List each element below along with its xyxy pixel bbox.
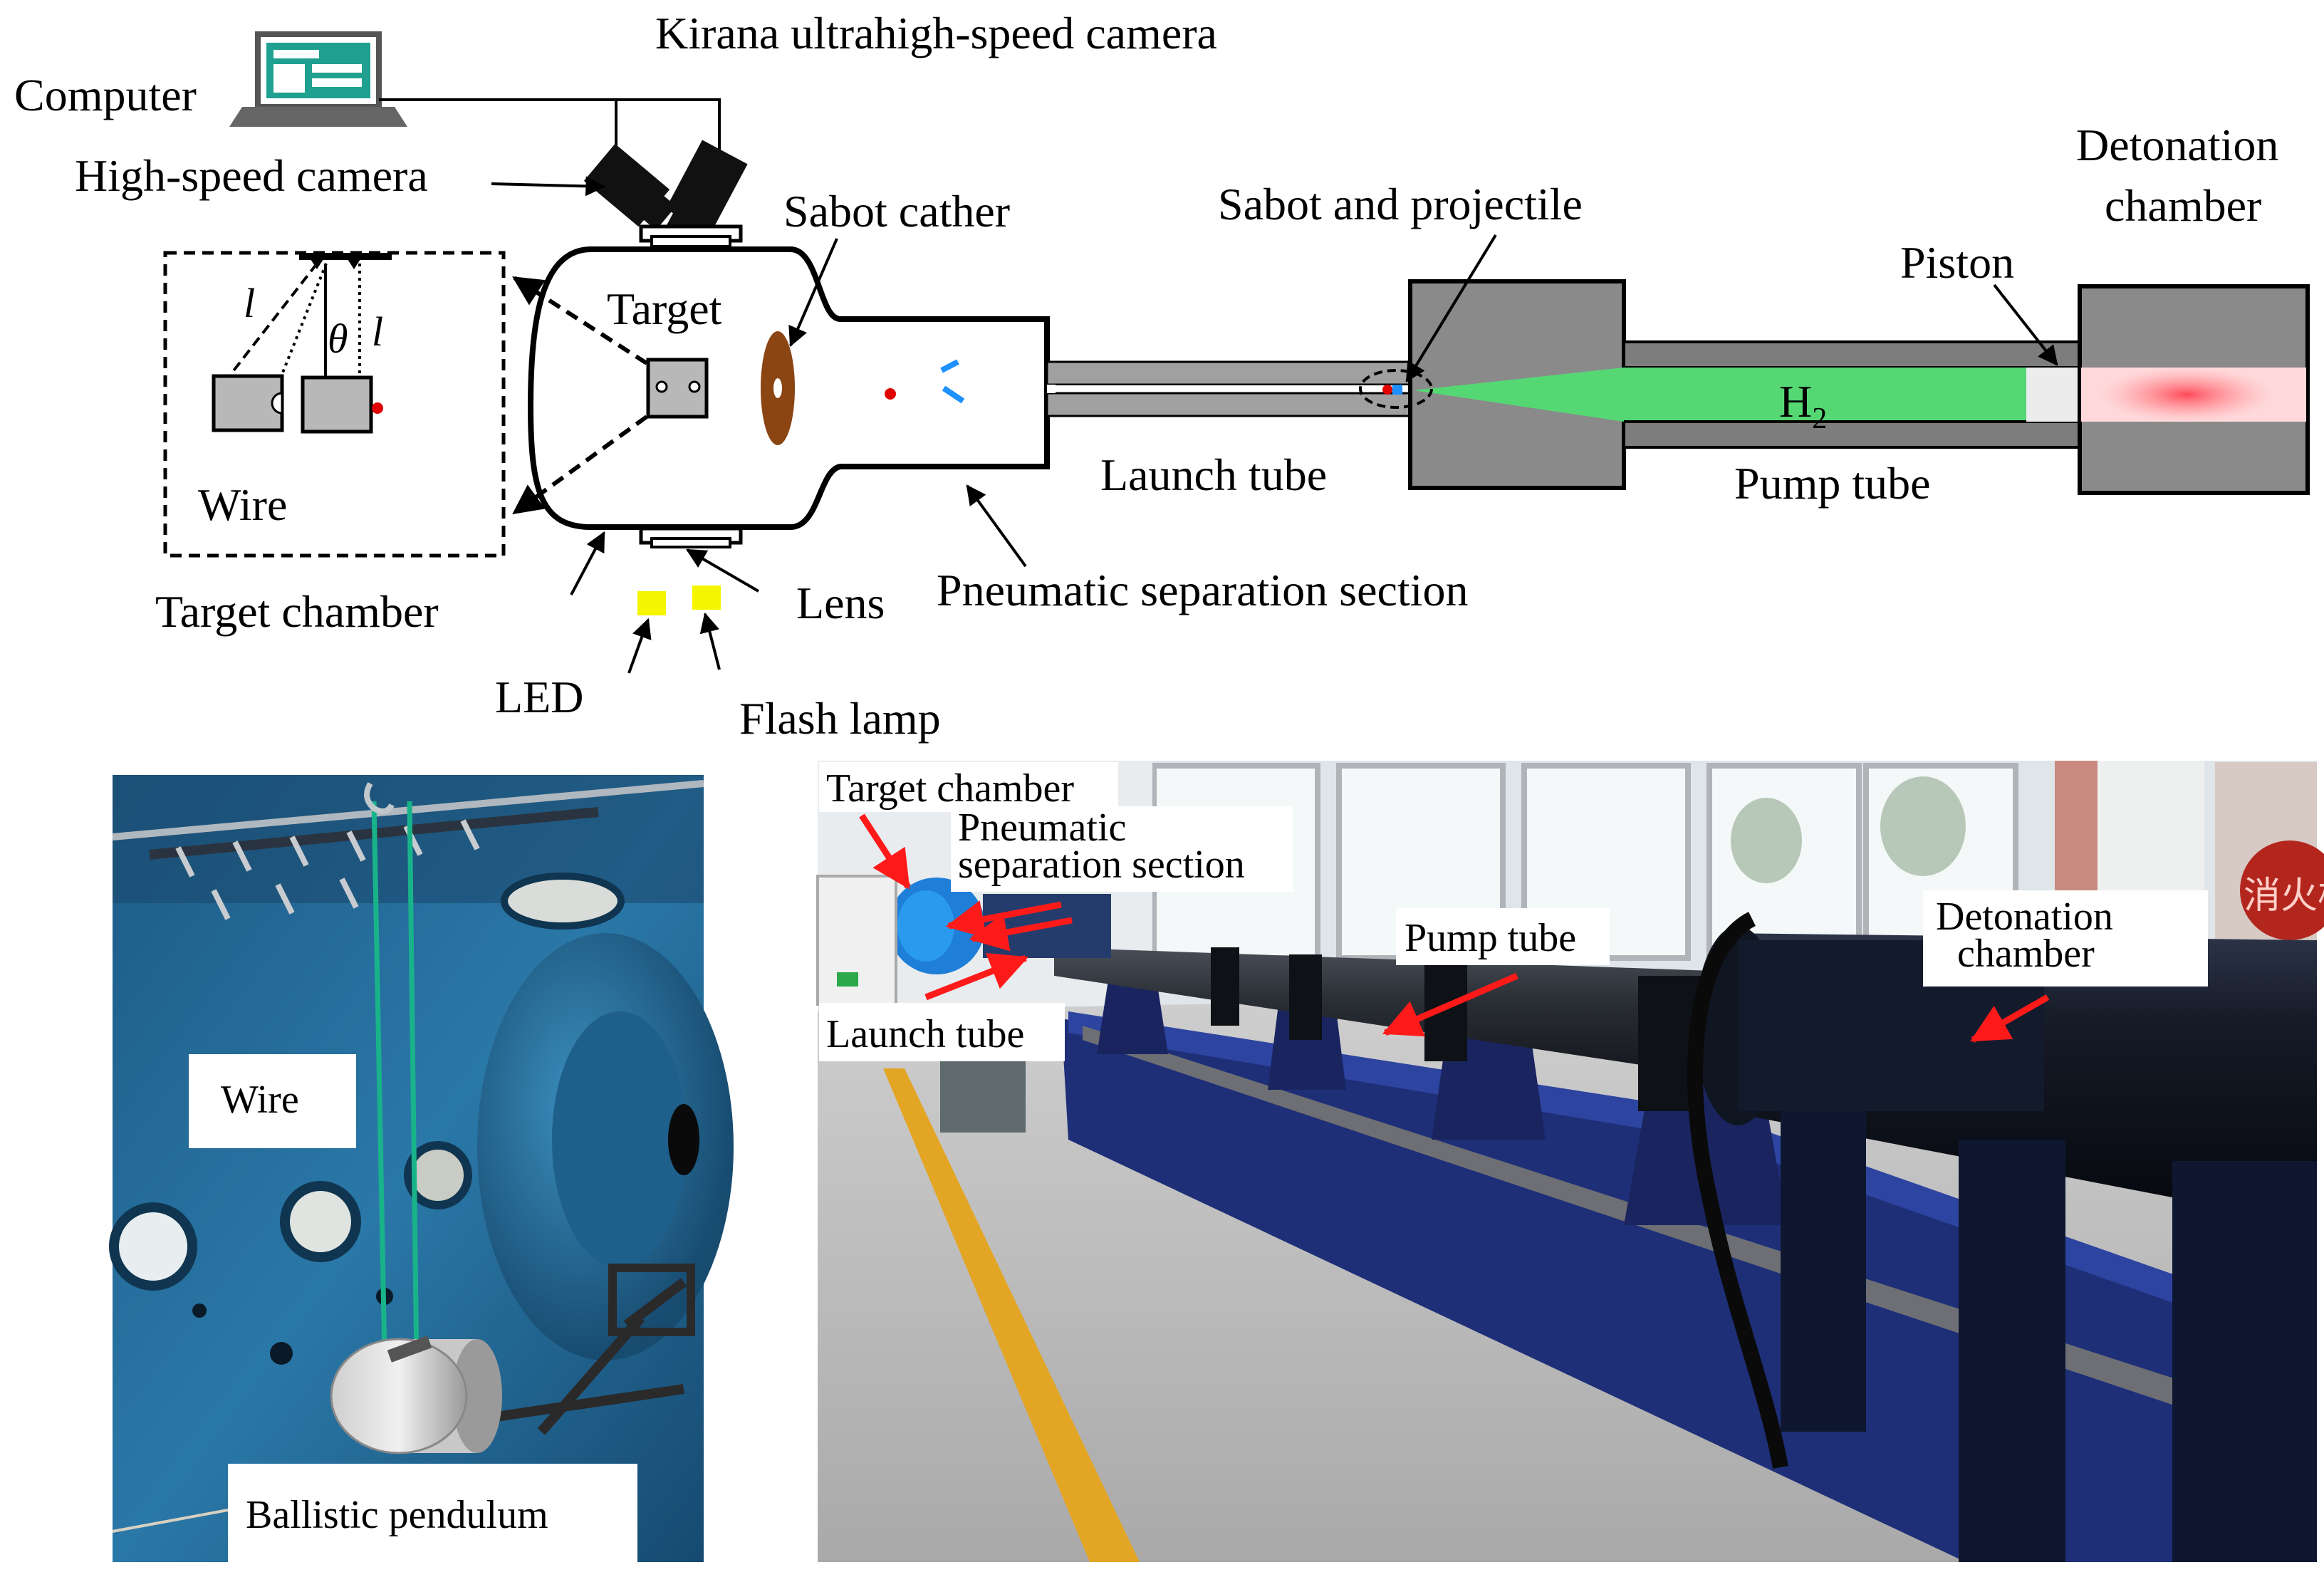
label-led: LED [495,672,583,722]
sign-text: 消火栓 [2244,875,2324,917]
label-target: Target [607,283,722,334]
pendulum-cylinder [330,1336,502,1454]
label-l-right: l [372,308,383,355]
photo-label-box [189,1054,356,1148]
photo-label-pneumatic-1: Pneumatic [958,806,1126,850]
photo-label-detonation-2: chamber [1957,932,2095,976]
photo-label-launch-tube: Launch tube [826,1012,1024,1056]
flash-lamp-icon [692,585,721,610]
label-computer: Computer [14,70,197,120]
label-high-speed-camera: High-speed camera [75,150,428,201]
photo-label-target-chamber: Target chamber [826,766,1074,811]
label-sabot-catcher: Sabot cather [783,186,1010,236]
piston [2026,368,2080,422]
label-detonation-1: Detonation [2076,120,2278,170]
projectile [885,388,896,400]
h2-gas [1414,368,1624,422]
label-h2: H2 [1779,376,1827,435]
camera-window [650,235,731,248]
label-detonation-2: chamber [2105,180,2261,231]
photo-ballistic-pendulum: Wire Ballistic pendulum [109,775,734,1562]
label-theta: θ [328,316,348,362]
label-pneumatic-section: Pneumatic separation section [937,565,1468,615]
photo-label-box [228,1464,637,1562]
label-lens: Lens [796,578,885,628]
label-sabot-projectile: Sabot and projectile [1218,179,1583,229]
cable [379,98,618,157]
label-l-left: l [244,280,255,326]
lens-window [650,537,731,548]
label-piston: Piston [1900,237,2014,288]
pump-tube [1622,340,2081,369]
photo-label-detonation-1: Detonation [1936,895,2113,939]
sabot-piece [940,359,959,373]
label-launch-tube: Launch tube [1100,449,1327,500]
label-wire: Wire [198,479,287,530]
photo-label-pneumatic-2: separation section [958,843,1245,887]
pendulum-block-rest [301,375,373,434]
label-target-chamber: Target chamber [155,586,439,637]
launch-tube [1046,360,1412,386]
cable [379,98,721,150]
schematic: Kirana ultrahigh-speed camera Computer H… [14,8,2310,744]
photo-label-pump-tube: Pump tube [1405,916,1576,960]
laptop-icon [229,31,407,127]
label-kirana-camera: Kirana ultrahigh-speed camera [655,8,1217,58]
high-speed-camera-icon [583,143,677,231]
sabot-piece [942,385,965,404]
photo-light-gas-gun: 消火栓 [816,761,2324,1562]
label-pump-tube: Pump tube [1734,458,1931,509]
photo-label-wire: Wire [221,1078,299,1122]
label-flash-lamp: Flash lamp [739,693,941,744]
led-icon [637,591,666,615]
photo-label-ballistic-pendulum: Ballistic pendulum [246,1493,548,1537]
